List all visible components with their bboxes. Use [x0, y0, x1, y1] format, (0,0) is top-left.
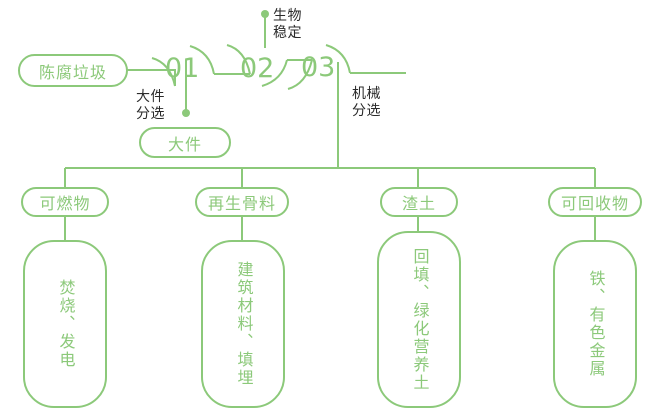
step-number-02: 02 [240, 53, 275, 84]
arc-02-right [261, 59, 288, 87]
node-output-4[interactable]: 可回收物 [549, 188, 641, 216]
detail-box-1 [23, 240, 107, 408]
detail-node-3[interactable]: 回填、绿化营养土 [378, 232, 460, 407]
step-03-label-line1: 机械 [352, 85, 381, 101]
step-number-03: 03 [301, 52, 336, 83]
arc-02-left [226, 44, 251, 75]
detail-node-4[interactable]: 铁、有色金属 [554, 241, 636, 407]
detail-node-3-label: 回填、绿化营养土 [410, 247, 428, 392]
step-number-01: 01 [165, 53, 200, 84]
step-02-label: 生物 稳定 [273, 7, 302, 41]
step-01-label: 大件 分选 [136, 88, 165, 122]
detail-node-1[interactable]: 焚烧、发电 [24, 241, 106, 407]
detail-node-1-label: 焚烧、发电 [56, 279, 74, 369]
arc-03-left [287, 59, 313, 90]
node-output-2-label: 再生骨料 [207, 196, 276, 213]
step-02-label-line2: 稳定 [273, 24, 302, 40]
dot-stem-02 [261, 10, 269, 18]
node-output-4-label: 可回收物 [560, 196, 629, 213]
arc-01-left [151, 57, 176, 87]
dot-stem-01 [182, 109, 190, 117]
step-01-label-line1: 大件 [136, 88, 165, 104]
detail-node-4-label: 铁、有色金属 [586, 270, 604, 378]
node-output-3[interactable]: 渣土 [381, 188, 457, 216]
node-outline-bulky [139, 127, 231, 158]
detail-box-2 [201, 240, 285, 408]
detail-box-3 [377, 231, 461, 408]
node-output-1-label: 可燃物 [39, 196, 91, 213]
arc-03-right [325, 44, 351, 74]
step-01-label-line2: 分选 [136, 105, 165, 121]
node-root[interactable]: 陈腐垃圾 [19, 55, 127, 86]
detail-node-2[interactable]: 建筑材料、填埋 [202, 241, 284, 407]
detail-node-2-label: 建筑材料、填埋 [234, 261, 252, 387]
arc-01-right [189, 45, 215, 75]
node-output-3-label: 渣土 [401, 196, 436, 213]
node-bulky-branch[interactable]: 大件 [140, 128, 230, 157]
node-output-2[interactable]: 再生骨料 [196, 188, 288, 216]
detail-box-4 [553, 240, 637, 408]
node-bulky-branch-label: 大件 [167, 136, 202, 154]
connector-root-to-01 [127, 69, 176, 86]
node-output-1[interactable]: 可燃物 [22, 188, 108, 216]
step-03-label-line2: 分选 [352, 102, 381, 118]
node-root-label: 陈腐垃圾 [38, 64, 107, 82]
step-02-label-line1: 生物 [273, 7, 302, 23]
step-03-label: 机械 分选 [352, 85, 381, 119]
